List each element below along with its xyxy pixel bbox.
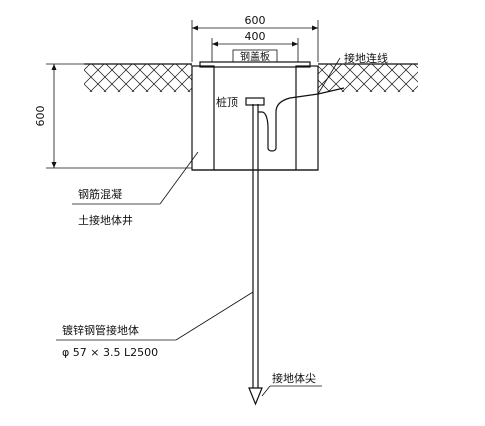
dimension-depth: 600 <box>34 63 192 169</box>
pile-top-cap <box>245 97 265 106</box>
grounding-pipe <box>245 97 265 406</box>
dimension-600-depth: 600 <box>34 106 47 127</box>
steel-cover-plate <box>199 49 311 68</box>
steel-cover-label: 钢盖板 <box>240 50 270 63</box>
well-label-line2: 土接地体井 <box>78 213 133 227</box>
dimension-inner-width: 400 <box>211 30 299 62</box>
pile-top-label: 桩顶 <box>216 95 238 109</box>
pipe-label-line2: φ 57 × 3.5 L2500 <box>62 346 158 359</box>
well-label-line1: 钢筋混凝 <box>78 187 122 201</box>
ground-hatching <box>84 63 418 92</box>
pipe-tip <box>248 387 263 406</box>
dimension-600-top: 600 <box>245 14 266 27</box>
pipe-label-line1: 镀锌钢管接地体 <box>62 323 139 337</box>
concrete-well <box>191 65 319 171</box>
dimension-top-width: 600 <box>191 14 319 62</box>
tip-label: 接地体尖 <box>272 371 316 385</box>
dimension-400: 400 <box>245 30 266 43</box>
ground-wire <box>258 57 345 152</box>
ground-wire-label: 接地连线 <box>344 51 388 65</box>
